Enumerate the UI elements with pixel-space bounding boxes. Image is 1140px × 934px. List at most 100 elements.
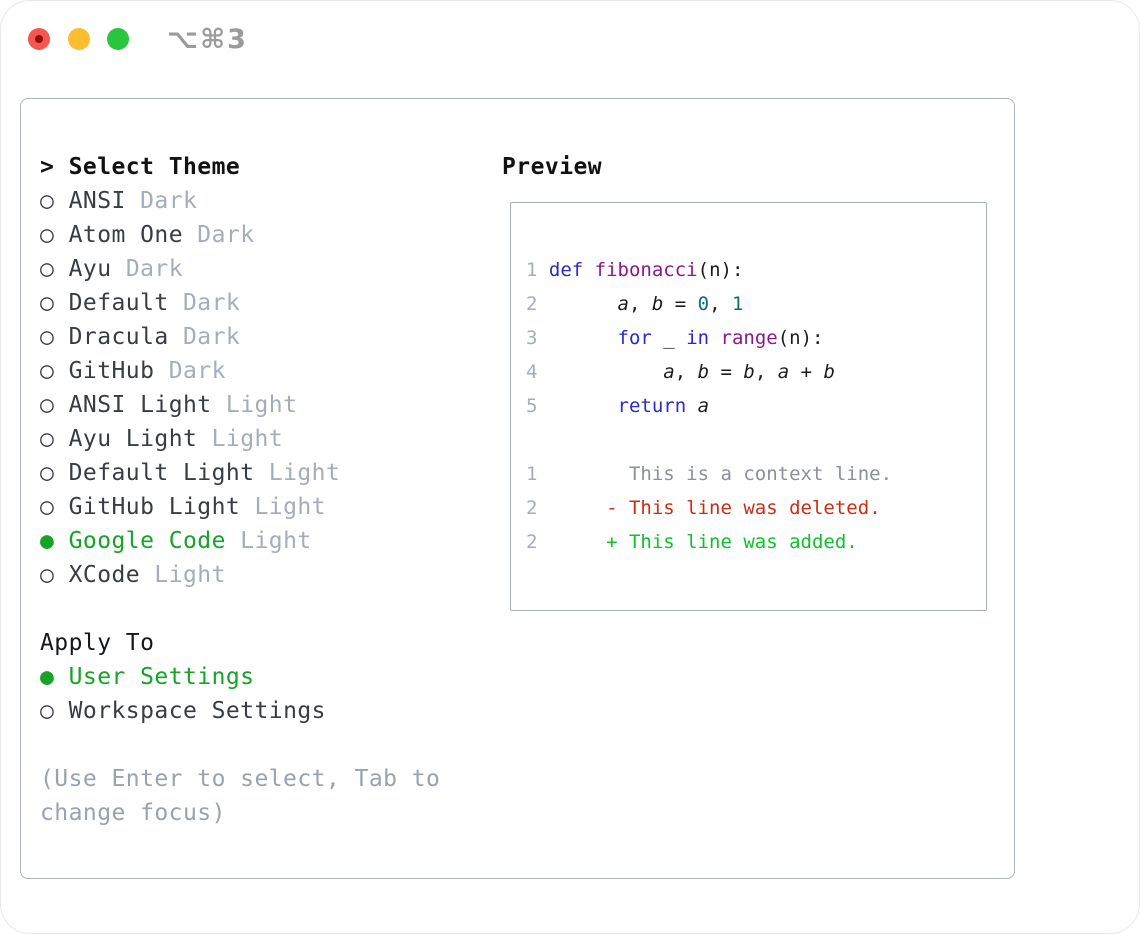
theme-name: GitHub Light [54,494,241,520]
radio-unselected-icon: ○ [40,324,55,350]
code-token: def [548,259,595,281]
code-token: return [617,395,687,417]
line-number: 4 [526,361,538,383]
code-token: , [754,361,778,383]
apply-to-option[interactable]: ○ Workspace Settings [40,694,490,728]
theme-variant: Light [140,562,226,588]
theme-variant: Light [211,392,298,418]
code-token [686,395,697,417]
theme-item[interactable]: ○ Default Light Light [40,456,490,490]
code-token [537,361,663,383]
apply-to-option[interactable]: ● User Settings [40,660,490,694]
code-token: 0 [697,293,710,315]
radio-unselected-icon: ○ [40,698,55,724]
radio-unselected-icon: ○ [40,426,55,452]
preview-line: 1 This is a context line. [526,457,976,491]
code-token: _ [651,327,687,349]
preview-box: 1 def fibonacci(n): 2 a, b = 0, 1 3 for _ … [510,202,987,611]
minimize-button[interactable] [68,28,90,50]
code-token [537,497,606,519]
radio-unselected-icon: ○ [40,392,55,418]
code-token: range [720,327,778,349]
theme-item[interactable]: ○ Ayu Light Light [40,422,490,456]
apply-to-header: Apply To [40,626,490,660]
theme-item[interactable]: ○ ANSI Dark [40,184,490,218]
theme-variant: Light [225,528,312,554]
code-token: + This line was added. [606,531,858,553]
radio-selected-icon: ● [40,664,55,690]
radio-unselected-icon: ○ [40,494,55,520]
apply-option-label: Workspace Settings [54,698,326,724]
radio-unselected-icon: ○ [40,290,55,316]
preview-line: 4 a, b = b, a + b [526,355,976,389]
theme-name: Google Code [54,528,226,554]
radio-unselected-icon: ○ [40,358,55,384]
close-button[interactable] [28,28,50,50]
theme-item[interactable]: ○ Ayu Dark [40,252,490,286]
hint-line-2: change focus) [40,800,226,826]
apply-to-list: ● User Settings○ Workspace Settings [40,660,490,728]
code-token [537,531,606,553]
theme-name: Default Light [54,460,255,486]
select-theme-header: > Select Theme [40,150,490,184]
zoom-button[interactable] [107,28,129,50]
code-token: fibonacci [594,259,698,281]
code-token: , [628,293,652,315]
line-number: 5 [526,395,538,417]
line-number: 1 [526,259,538,281]
line-number: 3 [526,327,538,349]
theme-name: Ayu Light [54,426,198,452]
code-token: = [709,361,744,383]
code-token: a [777,361,790,383]
code-token: b [823,361,835,383]
theme-name: XCode [54,562,141,588]
theme-name: ANSI Light [54,392,212,418]
code-token: a [697,395,710,417]
theme-name: Ayu [54,256,112,282]
theme-name: Dracula [54,324,169,350]
code-token: - This line was deleted. [606,497,881,519]
theme-variant: Dark [125,188,198,214]
apply-option-label: User Settings [54,664,255,690]
theme-name: ANSI [54,188,126,214]
code-token: + [789,361,824,383]
line-number: 1 [526,463,538,485]
theme-variant: Dark [154,358,226,384]
theme-item[interactable]: ○ Default Dark [40,286,490,320]
code-token: a [617,293,629,315]
code-token [537,293,617,315]
radio-unselected-icon: ○ [40,562,55,588]
theme-item[interactable]: ○ Dracula Dark [40,320,490,354]
line-number: 2 [526,293,538,315]
theme-variant: Dark [183,222,255,248]
theme-item[interactable]: ○ XCode Light [40,558,490,592]
preview-line: 3 for _ in range(n): [526,321,976,355]
spacer-row [40,728,490,762]
preview-blank-line [526,423,976,457]
theme-picker-panel: > Select Theme ○ ANSI Dark○ Atom One Dar… [20,98,1015,879]
theme-item[interactable]: ○ GitHub Dark [40,354,490,388]
theme-item[interactable]: ○ GitHub Light Light [40,490,490,524]
radio-unselected-icon: ○ [40,222,55,248]
code-token: = [663,293,698,315]
cursor-caret-icon: > [40,154,69,180]
theme-item[interactable]: ○ ANSI Light Light [40,388,490,422]
unsaved-dot-icon [35,35,43,43]
theme-item[interactable]: ● Google Code Light [40,524,490,558]
code-token: b [743,361,755,383]
radio-unselected-icon: ○ [40,256,55,282]
radio-unselected-icon: ○ [40,460,55,486]
code-token: b [697,361,710,383]
theme-item[interactable]: ○ Atom One Dark [40,218,490,252]
preview-line: 1 def fibonacci(n): [526,253,976,287]
theme-variant: Dark [168,290,241,316]
code-token [537,259,548,281]
theme-variant: Light [240,494,326,520]
spacer-row [40,592,490,626]
theme-picker-left-column: > Select Theme ○ ANSI Dark○ Atom One Dar… [40,150,490,830]
code-token [709,327,720,349]
code-token: , [674,361,698,383]
code-token: in [686,327,710,349]
preview-title: Preview [502,154,603,180]
theme-name: Atom One [54,222,183,248]
